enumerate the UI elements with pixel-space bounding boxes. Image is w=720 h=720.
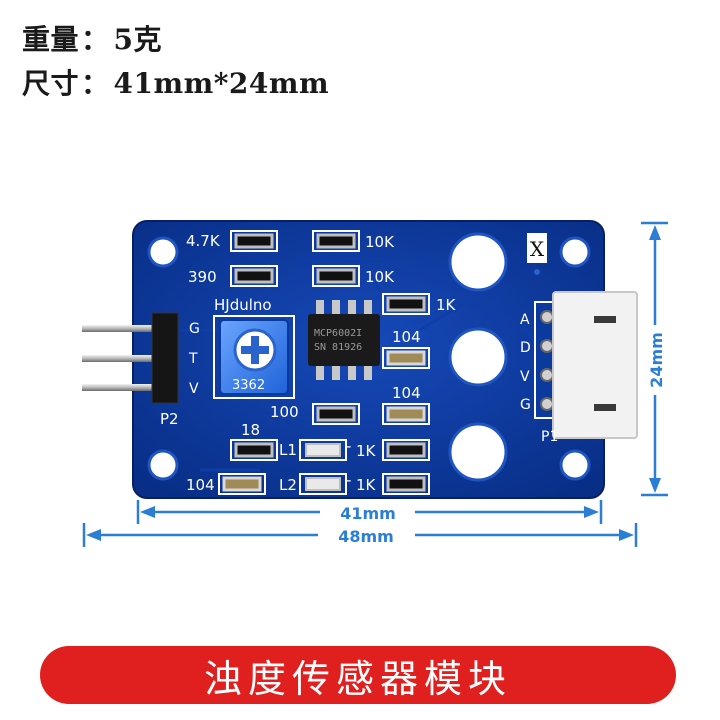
p2-label: P2	[160, 410, 179, 428]
dimension-width-inner-label: 41mm	[340, 504, 396, 523]
connector-pin	[540, 368, 554, 382]
p1-pin-d: D	[520, 340, 531, 356]
connector-pin	[540, 397, 554, 411]
p1-pin-a: A	[520, 312, 530, 328]
smd-components	[218, 230, 430, 495]
pin-header-p2: G T V P2	[82, 312, 200, 428]
label-1k-l2: 1K	[356, 476, 377, 494]
smd-resistor	[234, 233, 274, 249]
label-10k: 10K	[365, 233, 395, 251]
label-104: 104	[392, 328, 421, 346]
smd-led	[305, 477, 341, 491]
smd-capacitor	[386, 406, 426, 422]
marking-box	[527, 233, 547, 263]
smd-resistor	[316, 233, 356, 249]
mounting-hole	[559, 449, 591, 481]
svg-text:-: -	[346, 471, 351, 489]
label-10k-2: 10K	[365, 268, 395, 286]
p2-pin-g: G	[189, 321, 200, 337]
sensor-hole	[448, 232, 508, 292]
smd-resistor	[386, 296, 426, 312]
chip-marking-2: SN 81926	[314, 342, 362, 353]
p2-pin-v: V	[189, 381, 199, 397]
sensor-hole	[448, 327, 508, 387]
dimension-width-inner	[136, 500, 603, 524]
p2-pin-t: T	[188, 351, 198, 367]
spec-size-label: 尺寸	[22, 67, 80, 100]
label-l1: L1	[279, 441, 297, 459]
label-l2: L2	[279, 476, 297, 494]
connector-housing	[552, 291, 638, 439]
pot-label: 3362	[232, 378, 265, 393]
label-390: 390	[188, 268, 217, 286]
header-pin	[82, 384, 162, 391]
smd-resistor	[316, 406, 356, 422]
dimension-width-outer-label: 48mm	[338, 527, 394, 546]
p1-label: P1	[541, 429, 558, 445]
sensor-hole	[448, 422, 508, 482]
mounting-hole	[147, 236, 179, 268]
spec-weight-label: 重量	[22, 23, 80, 56]
label-104-2: 104	[392, 384, 421, 402]
spec-weight: 重量：5克	[22, 23, 163, 56]
smd-resistor	[386, 442, 426, 458]
dimension-width-outer	[82, 523, 638, 547]
title-banner: 浊度传感器模块	[40, 646, 676, 704]
spec-size-value: 41mm*24mm	[113, 67, 330, 100]
svg-text:-: -	[346, 437, 351, 455]
spec-weight-value: 5克	[113, 23, 163, 56]
smd-resistor	[386, 476, 426, 492]
connector-p1: A D V G P1	[520, 291, 638, 445]
p1-pin-v: V	[520, 369, 530, 385]
marking-x: X	[530, 237, 545, 261]
smd-led	[305, 443, 341, 457]
smd-resistor	[234, 442, 274, 458]
smd-resistor	[316, 268, 356, 284]
spec-size: 尺寸：41mm*24mm	[22, 67, 330, 100]
smd-capacitor	[386, 350, 426, 366]
smd-resistor	[234, 268, 274, 284]
header-housing	[151, 312, 179, 404]
label-104-3: 104	[186, 476, 215, 494]
label-1k-l1: 1K	[356, 442, 377, 460]
potentiometer: 3362	[213, 315, 295, 399]
label-1k: 1K	[436, 296, 457, 314]
dimension-height	[641, 221, 668, 497]
label-4-7k: 4.7K	[186, 232, 221, 250]
connector-pin	[540, 310, 554, 324]
connector-pin	[540, 339, 554, 353]
banner-title: 浊度传感器模块	[203, 656, 512, 701]
p1-pin-g: G	[520, 397, 531, 413]
header-pin	[82, 325, 162, 332]
label-18: 18	[241, 421, 260, 439]
mounting-hole	[147, 449, 179, 481]
model-label: HJdulno	[214, 296, 272, 314]
chip-marking-1: MCP6002I	[314, 328, 362, 339]
smd-capacitor	[222, 476, 262, 492]
ic-chip: MCP6002I SN 81926	[308, 300, 380, 380]
header-pin	[82, 355, 162, 362]
mounting-hole	[559, 236, 591, 268]
label-100: 100	[270, 403, 299, 421]
silkscreen-labels: 4.7K 10K 390 10K 1K 104 104 100 18 L1 1K…	[186, 232, 457, 494]
dimension-height-label: 24mm	[647, 332, 666, 388]
